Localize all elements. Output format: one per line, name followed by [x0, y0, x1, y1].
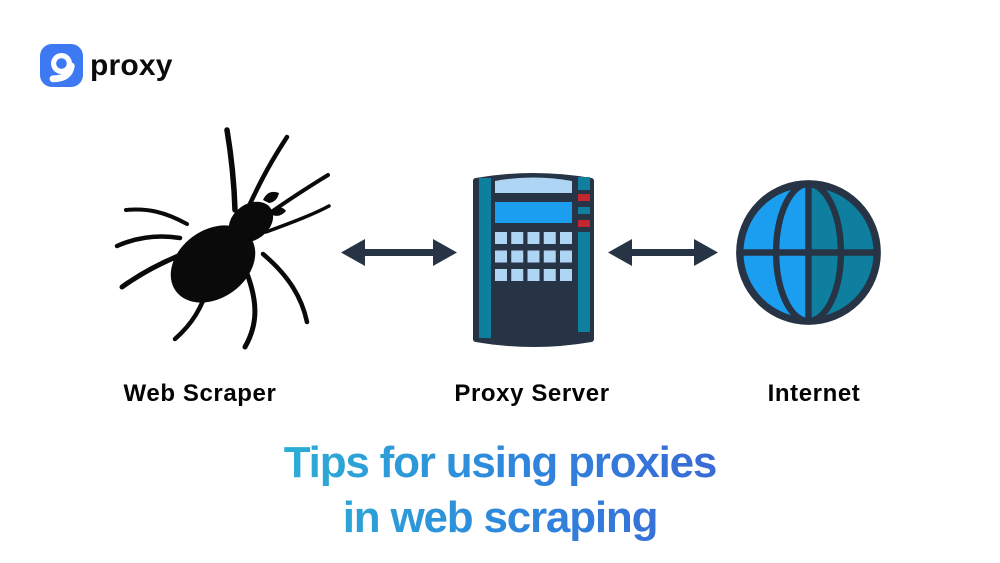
nine-proxy-icon — [40, 44, 83, 87]
spider-icon — [113, 126, 331, 352]
title-line-2: in web scraping — [342, 492, 658, 542]
page-title: Tips for using proxies in web scraping — [0, 436, 1000, 545]
proxy-server-label: Proxy Server — [454, 380, 610, 407]
brand-logo: proxy — [40, 44, 173, 87]
server-icon — [468, 166, 598, 355]
globe-icon — [730, 174, 887, 331]
internet-label: Internet — [767, 380, 861, 407]
web-scraper-label: Web Scraper — [123, 380, 277, 407]
brand-wordmark: proxy — [90, 49, 173, 82]
arrow-scraper-server-icon — [341, 234, 457, 271]
arrow-server-internet-icon — [608, 234, 718, 271]
title-line-1: Tips for using proxies — [283, 438, 717, 487]
